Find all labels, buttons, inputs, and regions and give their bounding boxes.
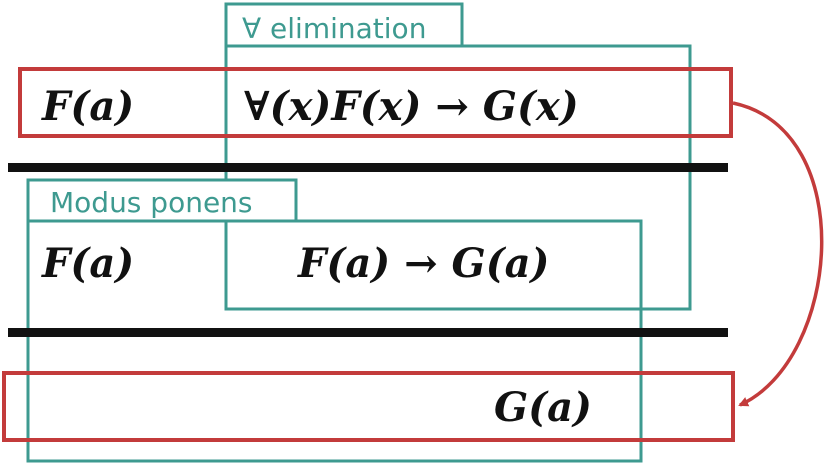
modus-ponens-label: Modus ponens <box>50 186 253 219</box>
premise-left-formula: F(a) <box>41 83 134 130</box>
premise-right-formula: ∀(x)F(x) → G(x) <box>244 83 579 130</box>
premise-box <box>18 67 733 138</box>
conclusion-box <box>2 371 735 442</box>
modus-ponens-tab <box>26 178 298 223</box>
inference-rule-top <box>8 163 728 172</box>
middle-right-formula: F(a) → G(a) <box>297 240 549 287</box>
modus-ponens-box <box>26 219 643 463</box>
inference-rule-bottom <box>8 328 728 337</box>
middle-left-formula: F(a) <box>41 240 134 287</box>
conclusion-formula: G(a) <box>494 384 592 431</box>
instantiation-arrow <box>732 101 824 407</box>
forall-elimination-tab <box>224 2 464 48</box>
forall-elimination-label: ∀ elimination <box>242 12 426 45</box>
